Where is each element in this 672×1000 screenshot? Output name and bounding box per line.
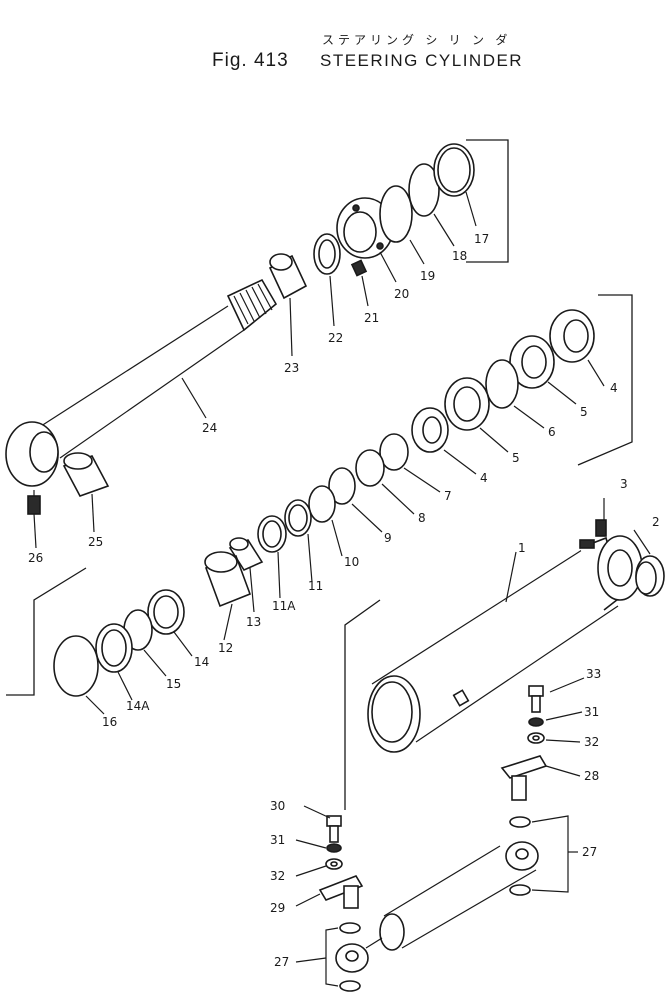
callout-32-bottom: 32: [270, 869, 285, 883]
o-ring-27-lower-bottom: [339, 980, 361, 992]
callout-20: 20: [394, 287, 409, 301]
ring-11: [284, 499, 312, 537]
cylinder-tube: [367, 535, 643, 753]
callout-25: 25: [88, 535, 103, 549]
callout-9: 9: [384, 531, 392, 545]
o-ring-27-lower-top: [339, 922, 361, 934]
seal-22: [313, 233, 341, 275]
washer-32-top: [527, 732, 545, 744]
callout-5-mid: 5: [512, 451, 520, 465]
seal-14: [147, 589, 185, 635]
callout-4-mid: 4: [480, 471, 488, 485]
collar-12: [204, 551, 252, 608]
callout-15: 15: [166, 677, 181, 691]
callout-19: 19: [420, 269, 435, 283]
bolt-30: [326, 815, 342, 843]
callout-11a: 11A: [272, 599, 296, 613]
washer-31-bottom: [326, 843, 342, 853]
callout-14: 14: [194, 655, 209, 669]
grease-fitting-3: [595, 519, 607, 537]
ring-9: [328, 467, 356, 505]
callout-8: 8: [418, 511, 426, 525]
callout-27-lower: 27: [274, 955, 289, 969]
pin-29: [318, 875, 364, 909]
o-ring-16: [53, 635, 99, 697]
nut-4-mid: [411, 407, 449, 453]
callout-28: 28: [584, 769, 599, 783]
pin-28: [500, 755, 548, 801]
callout-33: 33: [586, 667, 601, 681]
callout-1: 1: [518, 541, 526, 555]
nut-4-top: [549, 309, 595, 363]
o-ring-27-upper-bottom: [509, 884, 531, 896]
callout-16: 16: [102, 715, 117, 729]
bushing-25: [62, 452, 110, 497]
callout-4-top: 4: [610, 381, 618, 395]
callout-14a: 14A: [126, 699, 150, 713]
piston-5-top: [509, 335, 555, 389]
seal-14a: [95, 623, 133, 673]
figure-number: Fig. 413: [212, 50, 289, 71]
bracket-frame-top: [466, 139, 509, 263]
bracket-frame-mid: [577, 294, 633, 466]
snap-ring-17: [433, 143, 475, 197]
callout-27-upper: 27: [582, 845, 597, 859]
lower-cylinder: [335, 841, 539, 973]
backup-ring-18: [408, 163, 440, 217]
callout-26: 26: [28, 551, 43, 565]
o-ring-27-upper-top: [509, 816, 531, 828]
ring-11a: [257, 515, 287, 553]
callout-18: 18: [452, 249, 467, 263]
callout-22: 22: [328, 331, 343, 345]
callout-13: 13: [246, 615, 261, 629]
bushing-2: [635, 555, 665, 597]
screw-21: [350, 259, 368, 277]
bracket-frame-left: [6, 567, 87, 696]
diagram-title: STEERING CYLINDER: [320, 51, 523, 70]
spacer-13: [228, 537, 264, 572]
washer-32-bottom: [325, 858, 343, 870]
callout-labels: 17 18 19 20 21 22 23 24 25 26 4 5 6 5 4 …: [28, 232, 660, 969]
callout-7: 7: [444, 489, 452, 503]
callout-23: 23: [284, 361, 299, 375]
callout-24: 24: [202, 421, 217, 435]
washer-31-top: [528, 717, 544, 727]
callout-2: 2: [652, 515, 660, 529]
callout-5-top: 5: [580, 405, 588, 419]
callout-6: 6: [548, 425, 556, 439]
piston-5-mid: [444, 377, 490, 431]
bolt-33: [528, 685, 544, 713]
bracket-frame-cylinder: [344, 599, 381, 810]
callout-30: 30: [270, 799, 285, 813]
callout-12: 12: [218, 641, 233, 655]
callout-29: 29: [270, 901, 285, 915]
ring-8: [355, 449, 385, 487]
callout-10: 10: [344, 555, 359, 569]
leader-lines: [33, 191, 651, 987]
o-ring-19: [379, 185, 413, 243]
callout-31-top: 31: [584, 705, 599, 719]
callout-32-top: 32: [584, 735, 599, 749]
piston-rod: [5, 278, 278, 487]
ring-6: [485, 359, 519, 409]
callout-21: 21: [364, 311, 379, 325]
callout-3: 3: [620, 477, 628, 491]
ring-7: [379, 433, 409, 471]
ring-10: [308, 485, 336, 523]
bushing-23: [268, 253, 308, 300]
grease-fitting-26: [27, 490, 41, 515]
callout-17: 17: [474, 232, 489, 246]
title-japanese: ステアリング シ リ ン ダ: [322, 32, 511, 47]
callout-31-bottom: 31: [270, 833, 285, 847]
callout-11: 11: [308, 579, 323, 593]
